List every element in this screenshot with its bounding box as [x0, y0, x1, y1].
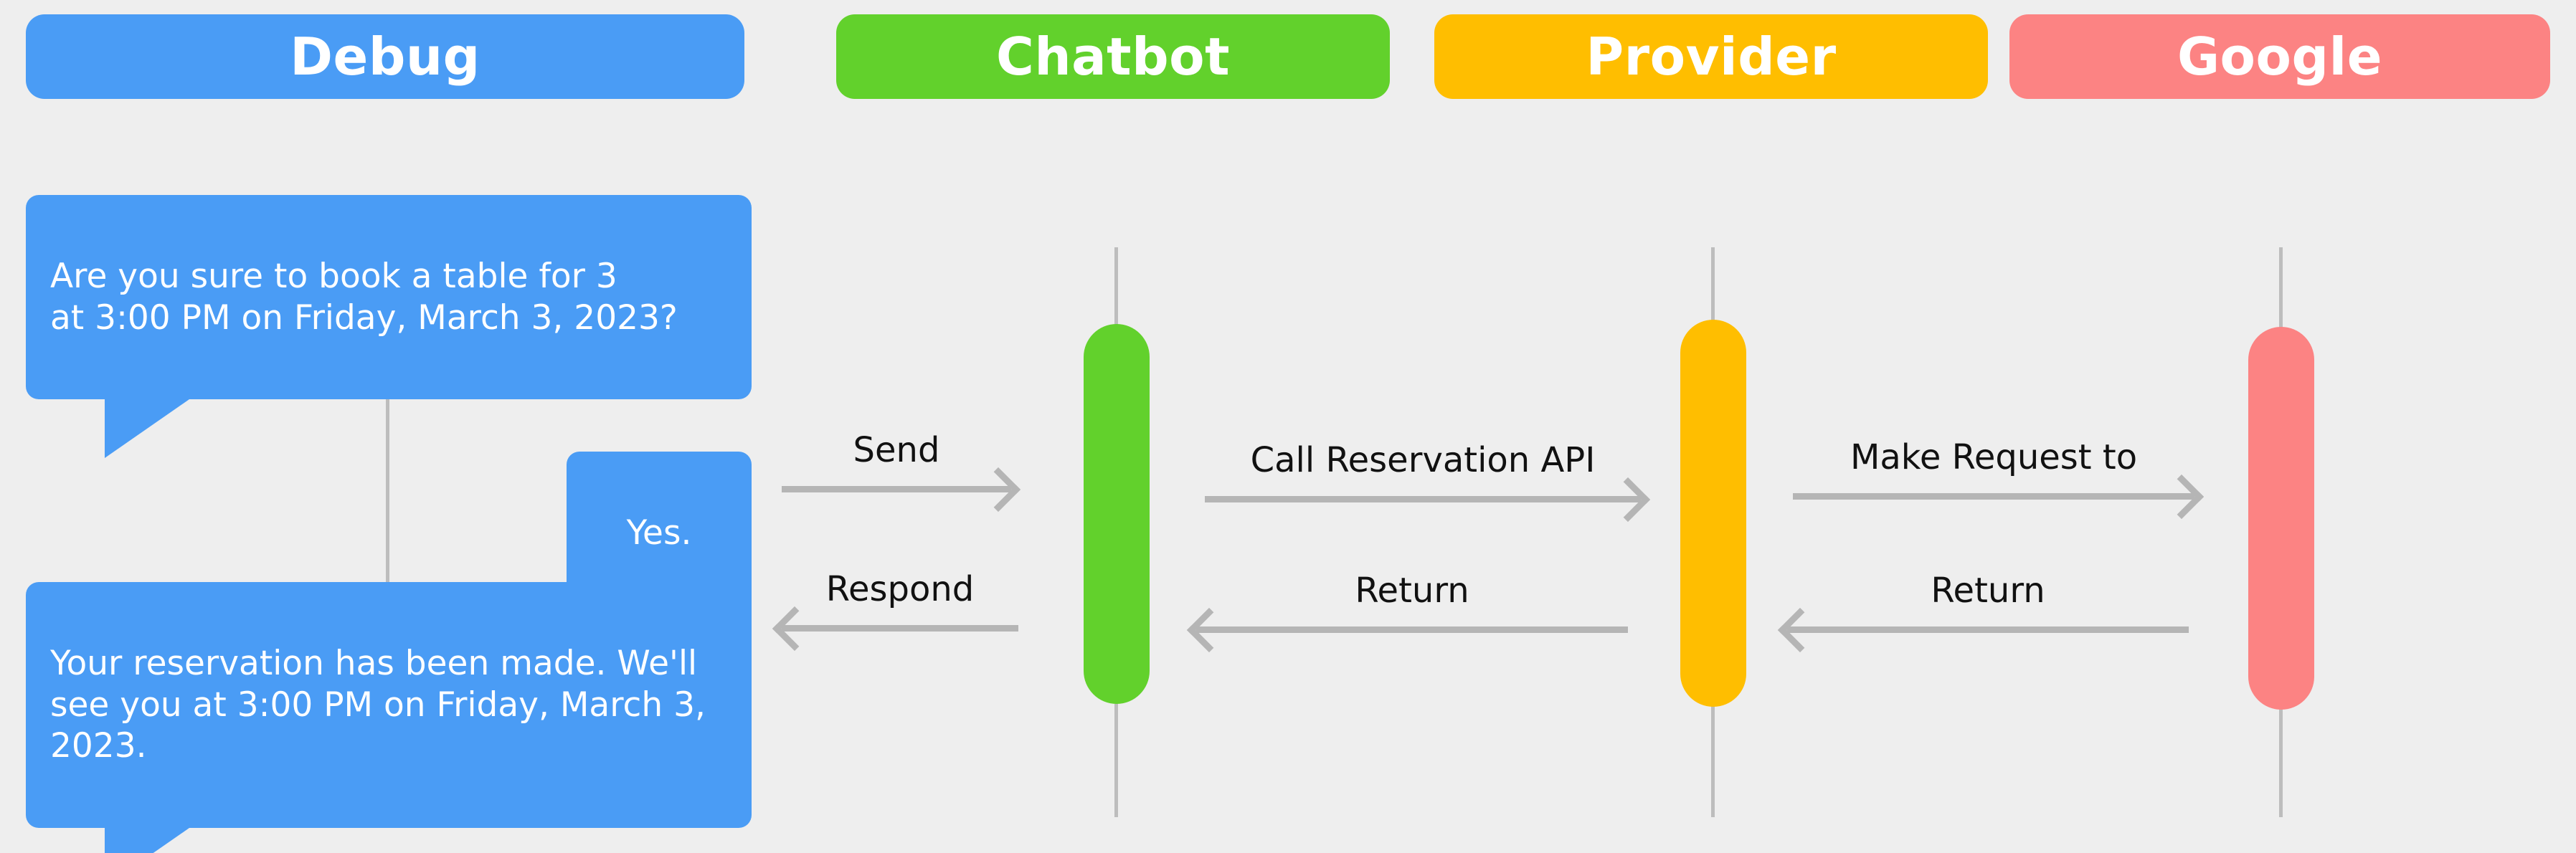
actor-label-google: Google: [2177, 27, 2383, 87]
message-label-send: Send: [853, 430, 940, 470]
actor-header-google[interactable]: Google: [2009, 14, 2550, 99]
arrowhead-right-icon: [2159, 474, 2205, 520]
message-line-respond: [782, 625, 1018, 632]
lifeline-debug: [386, 247, 389, 817]
speech-bubble-confirmation-reply: Your reservation has been made. We'll se…: [26, 582, 752, 853]
bubble-tail-icon: [105, 399, 189, 459]
speech-bubble-confirm-question: Are you sure to book a table for 3 at 3:…: [26, 195, 752, 459]
actor-label-debug: Debug: [290, 27, 480, 87]
message-line-make-request-to: [1793, 493, 2194, 500]
bubble-tail-icon: [105, 827, 189, 853]
message-line-send: [782, 486, 1011, 492]
actor-label-provider: Provider: [1586, 27, 1837, 87]
activation-bar-google: [2248, 327, 2314, 710]
actor-header-provider[interactable]: Provider: [1434, 14, 1988, 99]
message-label-return-provider: Return: [1355, 571, 1469, 611]
message-line-call-reservation-api: [1205, 496, 1641, 502]
message-line-return-provider: [1196, 626, 1628, 633]
message-label-return-google: Return: [1931, 571, 2045, 611]
arrowhead-left-icon: [1186, 607, 1232, 653]
actor-header-chatbot[interactable]: Chatbot: [836, 14, 1390, 99]
activation-bar-provider: [1680, 320, 1746, 707]
arrowhead-left-icon: [772, 606, 818, 652]
bubble-text-confirm-question: Are you sure to book a table for 3 at 3:…: [50, 257, 678, 338]
bubble-text-confirmation-reply: Your reservation has been made. We'll se…: [50, 644, 706, 766]
arrowhead-right-icon: [975, 467, 1021, 513]
arrowhead-left-icon: [1777, 607, 1823, 653]
message-label-call-reservation-api: Call Reservation API: [1250, 440, 1596, 480]
message-line-return-google: [1787, 626, 2189, 633]
arrowhead-right-icon: [1605, 477, 1651, 523]
actor-label-chatbot: Chatbot: [995, 27, 1231, 87]
activation-bar-chatbot: [1084, 324, 1150, 704]
message-label-respond: Respond: [825, 569, 975, 609]
actor-header-debug[interactable]: Debug: [26, 14, 744, 99]
bubble-text-user-yes: Yes.: [626, 513, 692, 553]
message-label-make-request-to: Make Request to: [1850, 437, 2138, 477]
